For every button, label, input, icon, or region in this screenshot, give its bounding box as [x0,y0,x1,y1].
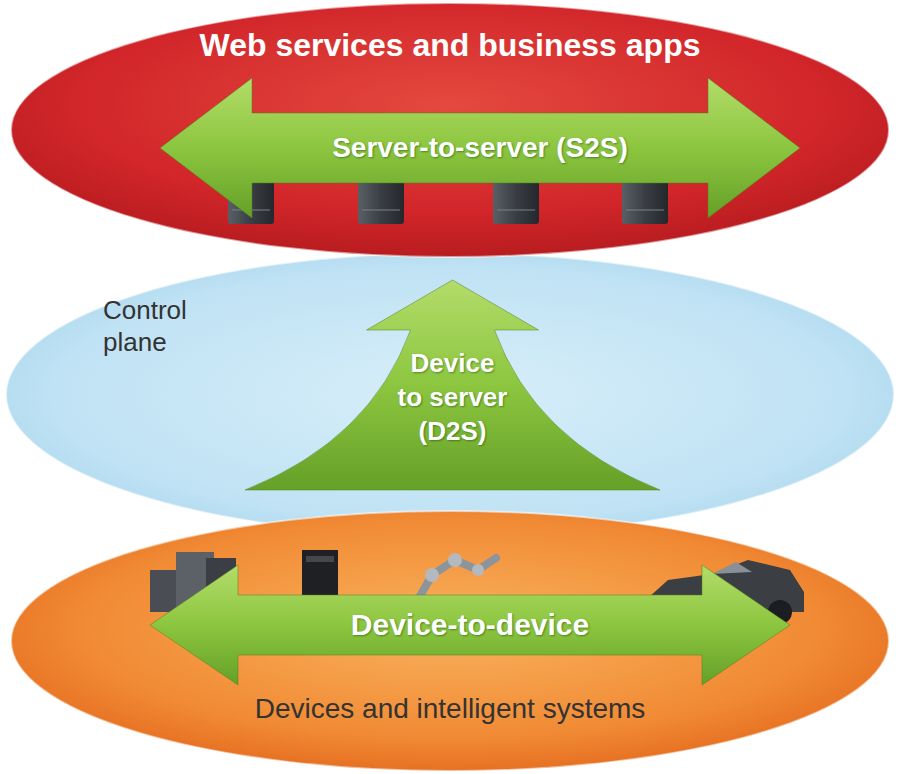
double-arrow-fill [160,78,800,218]
double-arrow: Server-to-server (S2S) [160,78,800,218]
layer-label: Web services and business apps [150,26,750,64]
layer-label: Devices and intelligent systems [200,692,700,726]
layer-ellipse-fill [6,253,894,536]
layer-ellipse: Web services and business appsServer-to-… [10,2,890,258]
up-arrow: Device to server (D2S) [245,280,660,490]
layer-ellipse-fill [11,3,889,257]
double-arrow-fill [150,565,790,685]
arrow-label: Device to server (D2S) [398,346,508,448]
arrow-label: Device-to-device [245,605,695,645]
layer-label: Control plane [103,294,215,358]
double-arrow: Device-to-device [150,565,790,685]
up-arrow-fill [245,280,660,490]
layer-ellipse: Devices and intelligent systems Device-to… [10,510,890,772]
arrow-label: Server-to-server (S2S) [260,128,700,168]
layer-ellipse-fill [11,511,889,771]
layer-ellipse: Control planeDevice to server (D2S) [5,252,895,537]
